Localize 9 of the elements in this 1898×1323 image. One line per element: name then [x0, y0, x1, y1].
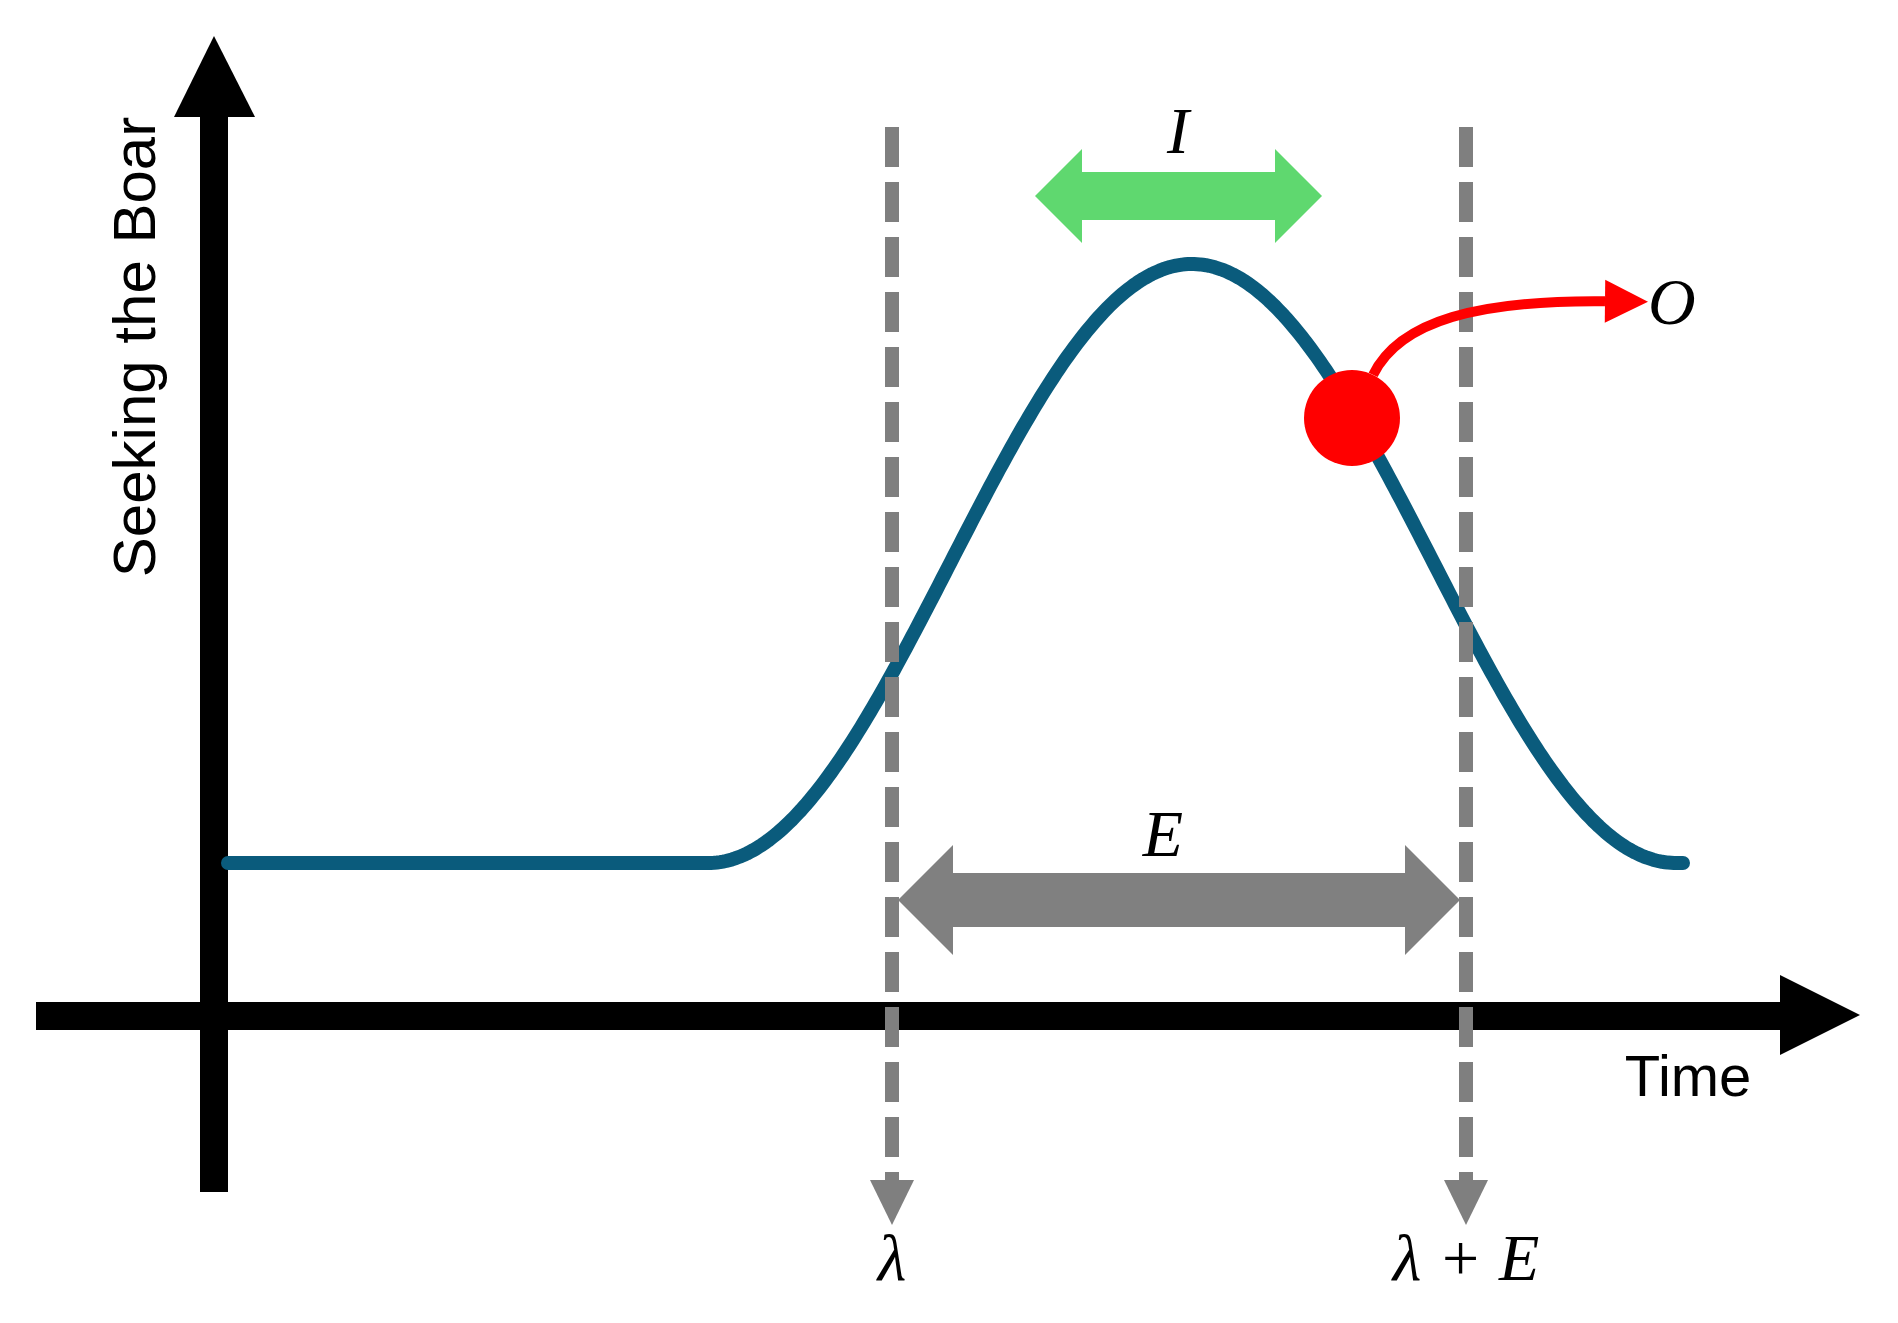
- variable-label: λ: [877, 1225, 907, 1291]
- axis-label: Seeking the Boar: [105, 116, 165, 578]
- axis-label: Time: [1624, 1047, 1752, 1105]
- curved-arrow: [1368, 279, 1648, 378]
- variable-label: O: [1648, 269, 1696, 335]
- dimension-label: E: [1142, 801, 1184, 867]
- dashed-arrow: [1444, 127, 1488, 1225]
- dashed-arrow: [870, 127, 914, 1225]
- variable-label: λ + E: [1392, 1225, 1540, 1291]
